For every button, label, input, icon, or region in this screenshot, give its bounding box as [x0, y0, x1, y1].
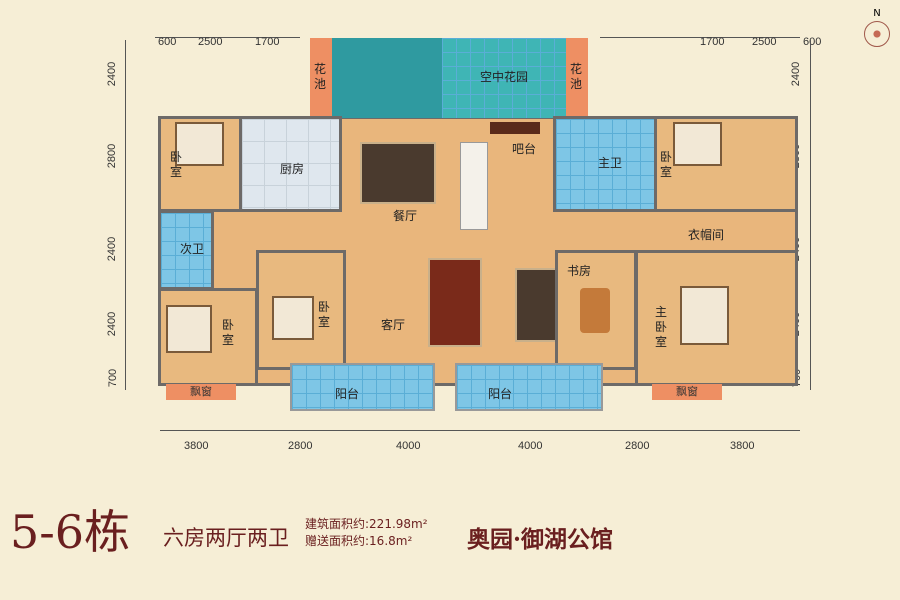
sky-garden-label: 空中花园	[480, 70, 529, 84]
balcony-right	[455, 363, 603, 411]
dim-bottom-1: 3800	[184, 440, 209, 452]
living-sofa	[428, 258, 482, 347]
dim-left-1: 2400	[106, 61, 119, 87]
master-bath-label: 主卫	[598, 156, 623, 170]
balcony-left	[290, 363, 435, 411]
second-bath-label: 次卫	[180, 242, 205, 256]
dim-top-left-1: 600	[158, 36, 177, 48]
bar-counter	[460, 142, 488, 230]
second-bath	[158, 210, 214, 290]
layout-type: 六房两厅两卫	[163, 526, 289, 550]
bedroom-bottom-middle-label: 卧室	[318, 300, 331, 329]
bedroom-top-right-label: 卧室	[660, 150, 673, 179]
building-number: 5-6栋	[10, 505, 131, 559]
wine-cabinet	[490, 122, 540, 134]
gift-area-value: 16.8m²	[369, 534, 413, 548]
dim-top-left-3: 1700	[255, 36, 280, 48]
planter-left	[310, 38, 332, 118]
dim-left-4: 2400	[106, 311, 119, 337]
living-label: 客厅	[381, 318, 406, 332]
sky-garden	[442, 38, 566, 118]
study-desk	[580, 288, 610, 333]
bedroom-bottom-left-label: 卧室	[222, 318, 235, 347]
closet-label: 衣帽间	[688, 228, 725, 242]
bay-window-left: 飘窗	[166, 384, 236, 400]
master-bath	[553, 116, 657, 212]
compass-rose-icon	[864, 21, 890, 47]
tv-cabinet	[515, 268, 557, 342]
dining-table	[360, 142, 436, 204]
project-name: 奥园·御湖公馆	[467, 526, 614, 553]
balcony-right-label: 阳台	[488, 387, 513, 401]
built-area-label: 建筑面积约:	[305, 517, 370, 531]
bedroom-top-left-label: 卧室	[170, 150, 183, 179]
kitchen-label: 厨房	[280, 162, 305, 176]
dim-right-1: 2400	[790, 61, 803, 87]
compass-north-label: N	[873, 8, 881, 19]
dim-bottom-2: 2800	[288, 440, 313, 452]
balcony-left-label: 阳台	[335, 387, 360, 401]
built-area-value: 221.98m²	[369, 517, 428, 531]
bay-window-right: 飘窗	[652, 384, 722, 400]
dim-top-right-3: 600	[803, 36, 822, 48]
planter-right	[566, 38, 588, 118]
dim-top-right-1: 1700	[700, 36, 725, 48]
dim-bottom-3: 4000	[396, 440, 421, 452]
area-info: 建筑面积约:221.98m² 赠送面积约:16.8m²	[305, 516, 428, 550]
dim-bottom-4: 4000	[518, 440, 543, 452]
dim-bottom-5: 2800	[625, 440, 650, 452]
compass: N	[862, 8, 892, 53]
dim-left-2: 2800	[106, 143, 119, 169]
master-bedroom-label: 主卧室	[655, 305, 668, 349]
study-label: 书房	[567, 264, 592, 278]
planter-right-label: 花池	[570, 62, 583, 91]
bar-label: 吧台	[512, 142, 537, 156]
gift-area-label: 赠送面积约:	[305, 534, 370, 548]
kitchen	[239, 116, 342, 212]
dining-label: 餐厅	[393, 209, 418, 223]
pond	[332, 38, 442, 118]
dim-left-3: 2400	[106, 236, 119, 262]
dim-top-left-2: 2500	[198, 36, 223, 48]
planter-left-label: 花池	[314, 62, 327, 91]
dim-left-5: 700	[107, 368, 120, 388]
dim-bottom-6: 3800	[730, 440, 755, 452]
dim-top-right-2: 2500	[752, 36, 777, 48]
